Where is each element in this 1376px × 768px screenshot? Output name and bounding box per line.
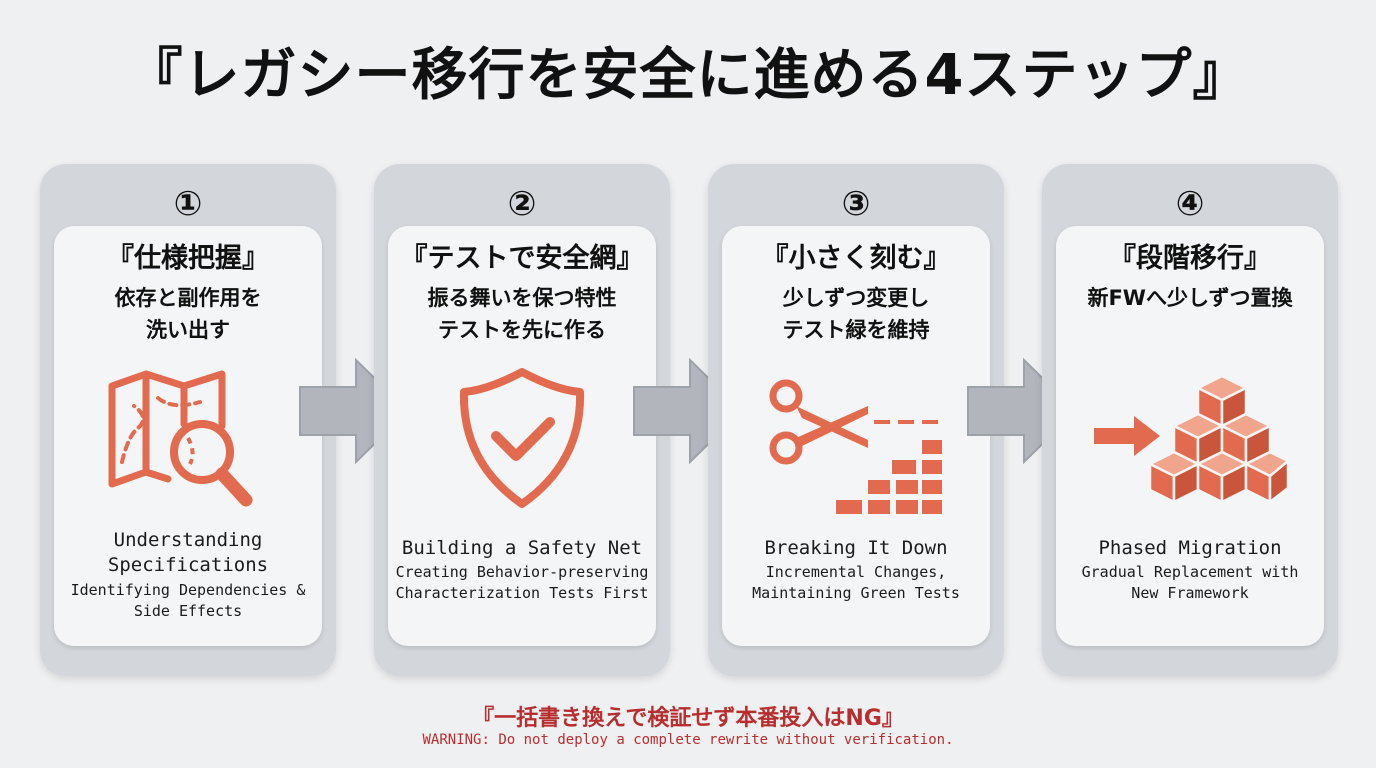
step-number: ① xyxy=(173,184,203,224)
en-title-line: Phased Migration xyxy=(1098,537,1282,559)
en-sub-line: Side Effects xyxy=(133,602,243,620)
step-desc-line: 少しずつ変更し xyxy=(782,286,930,310)
en-title-line: Breaking It Down xyxy=(764,537,948,559)
step-title: 『段階移行』 xyxy=(1109,243,1271,274)
step-desc-line: テスト緑を維持 xyxy=(782,318,930,342)
step-description: 少しずつ変更し テスト緑を維持 xyxy=(722,282,990,346)
step-panel: 『仕様把握』 依存と副作用を 洗い出す Understanding Specif… xyxy=(54,226,322,646)
step-panel: 『テストで安全網』 振る舞いを保つ特性 テストを先に作る Building a … xyxy=(388,226,656,646)
en-title-line: Specifications xyxy=(107,554,269,576)
step-title: 『小さく刻む』 xyxy=(761,243,951,274)
step-number: ② xyxy=(507,184,537,224)
step-title: 『テストで安全網』 xyxy=(400,243,644,274)
step-en-subtitle: Incremental Changes, Maintaining Green T… xyxy=(722,562,990,604)
en-title-line: Understanding xyxy=(113,529,263,551)
step-description: 新FWへ少しずつ置換 xyxy=(1056,282,1324,314)
en-sub-line: New Framework xyxy=(1131,584,1249,602)
en-sub-line: Incremental Changes, xyxy=(765,563,947,581)
en-sub-line: Characterization Tests First xyxy=(395,584,649,602)
step-en-title: Building a Safety Net xyxy=(388,536,656,561)
warning-en: WARNING: Do not deploy a complete rewrit… xyxy=(422,732,954,748)
en-sub-line: Identifying Dependencies & xyxy=(70,581,306,599)
step-en-subtitle: Gradual Replacement with New Framework xyxy=(1056,562,1324,604)
shield-check-icon xyxy=(459,368,585,508)
step-desc-line: 新FWへ少しずつ置換 xyxy=(1087,286,1293,310)
arrow-cubes-icon xyxy=(1094,374,1290,504)
scissors-blocks-icon xyxy=(769,379,942,514)
warning-jp: 『一括書き換えで検証せず本番投入はNG』 xyxy=(472,706,904,731)
en-sub-line: Creating Behavior-preserving xyxy=(395,563,649,581)
en-sub-line: Maintaining Green Tests xyxy=(752,584,960,602)
step-en-title: Breaking It Down xyxy=(722,536,990,561)
step-panel: 『小さく刻む』 少しずつ変更し テスト緑を維持 xyxy=(722,226,990,646)
step-desc-line: 洗い出す xyxy=(146,318,230,342)
step-card-4: ④ 『段階移行』 新FWへ少しずつ置換 xyxy=(1042,164,1338,676)
page-title: 『レガシー移行を安全に進める4ステップ』 xyxy=(126,43,1250,108)
step-en-subtitle: Creating Behavior-preserving Characteriz… xyxy=(388,562,656,604)
step-description: 依存と副作用を 洗い出す xyxy=(54,282,322,346)
step-number: ④ xyxy=(1175,184,1205,224)
step-panel: 『段階移行』 新FWへ少しずつ置換 xyxy=(1056,226,1324,646)
step-desc-line: テストを先に作る xyxy=(438,318,606,342)
step-card-3: ③ 『小さく刻む』 少しずつ変更し テスト緑を維持 xyxy=(708,164,1004,676)
map-magnifier-icon xyxy=(108,370,253,507)
en-sub-line: Gradual Replacement with xyxy=(1081,563,1299,581)
step-en-title: Understanding Specifications xyxy=(54,528,322,578)
step-title: 『仕様把握』 xyxy=(107,243,269,274)
step-description: 振る舞いを保つ特性 テストを先に作る xyxy=(388,282,656,346)
step-desc-line: 振る舞いを保つ特性 xyxy=(427,286,617,310)
en-title-line: Building a Safety Net xyxy=(401,537,643,559)
step-en-subtitle: Identifying Dependencies & Side Effects xyxy=(54,580,322,622)
step-desc-line: 依存と副作用を xyxy=(114,286,262,310)
step-card-1: ① 『仕様把握』 依存と副作用を 洗い出す Understanding Spec… xyxy=(40,164,336,676)
step-number: ③ xyxy=(841,184,871,224)
step-en-title: Phased Migration xyxy=(1056,536,1324,561)
step-card-2: ② 『テストで安全網』 振る舞いを保つ特性 テストを先に作る Building … xyxy=(374,164,670,676)
